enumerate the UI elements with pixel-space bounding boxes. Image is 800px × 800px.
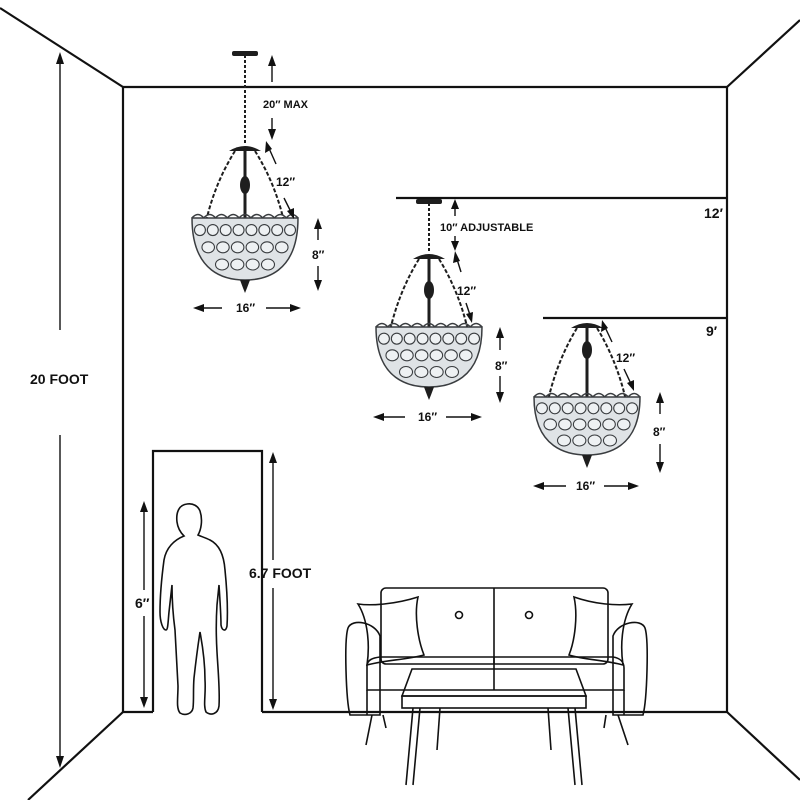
shade-height-dimension-c [656,392,664,473]
person-height-label: 6″ [135,595,150,611]
pendant-lamps [191,51,641,468]
pendant-lamp-20ft [191,51,299,293]
sofa-pillow-left [356,595,426,667]
person-silhouette [159,503,229,716]
adjustable-label: 10″ ADJUSTABLE [440,222,533,234]
width-dimension-c-label: 16″ [576,479,595,493]
shade-height-dimension-a-label: 8″ [312,248,325,262]
pendant-lamp-9ft [533,323,641,468]
coffee-table [400,668,588,786]
shade-height-dimension-b-label: 8″ [495,359,508,373]
chain-dimension-a-label: 12″ [276,175,295,189]
pendant-lamp-12ft [375,199,483,400]
width-dimension-b [373,413,482,421]
max-hang-label: 20″ MAX [263,99,309,111]
width-dimension-b-label: 16″ [418,410,437,424]
width-dimension-a [193,304,301,312]
person-height-dimension [140,501,148,708]
sofa-pillow-right [567,595,634,667]
width-dimension-c [533,482,639,490]
door-height-label: 6.7 FOOT [249,565,312,581]
width-dimension-a-label: 16″ [236,301,255,315]
room-height-dimension [56,52,64,768]
shade-height-dimension-b [496,327,504,403]
door-frame [151,449,264,712]
shade-height-dimension-c-label: 8″ [653,425,666,439]
chain-dimension-b-label: 12″ [457,284,476,298]
ceiling-12ft-label: 12′ [704,205,724,221]
chain-dimension-a [265,141,294,219]
adjustable-dimension [451,199,459,251]
sofa [345,587,648,746]
ceiling-9ft-label: 9′ [706,323,718,339]
chain-dimension-c [601,320,634,391]
room-walls [0,7,800,800]
shade-height-dimension-a [314,218,322,291]
door-height-dimension [269,452,277,710]
chain-dimension-c-label: 12″ [616,351,635,365]
chain-dimension-b [453,251,473,323]
max-hang-dimension [268,55,276,140]
room-height-label: 20 FOOT [30,371,89,387]
